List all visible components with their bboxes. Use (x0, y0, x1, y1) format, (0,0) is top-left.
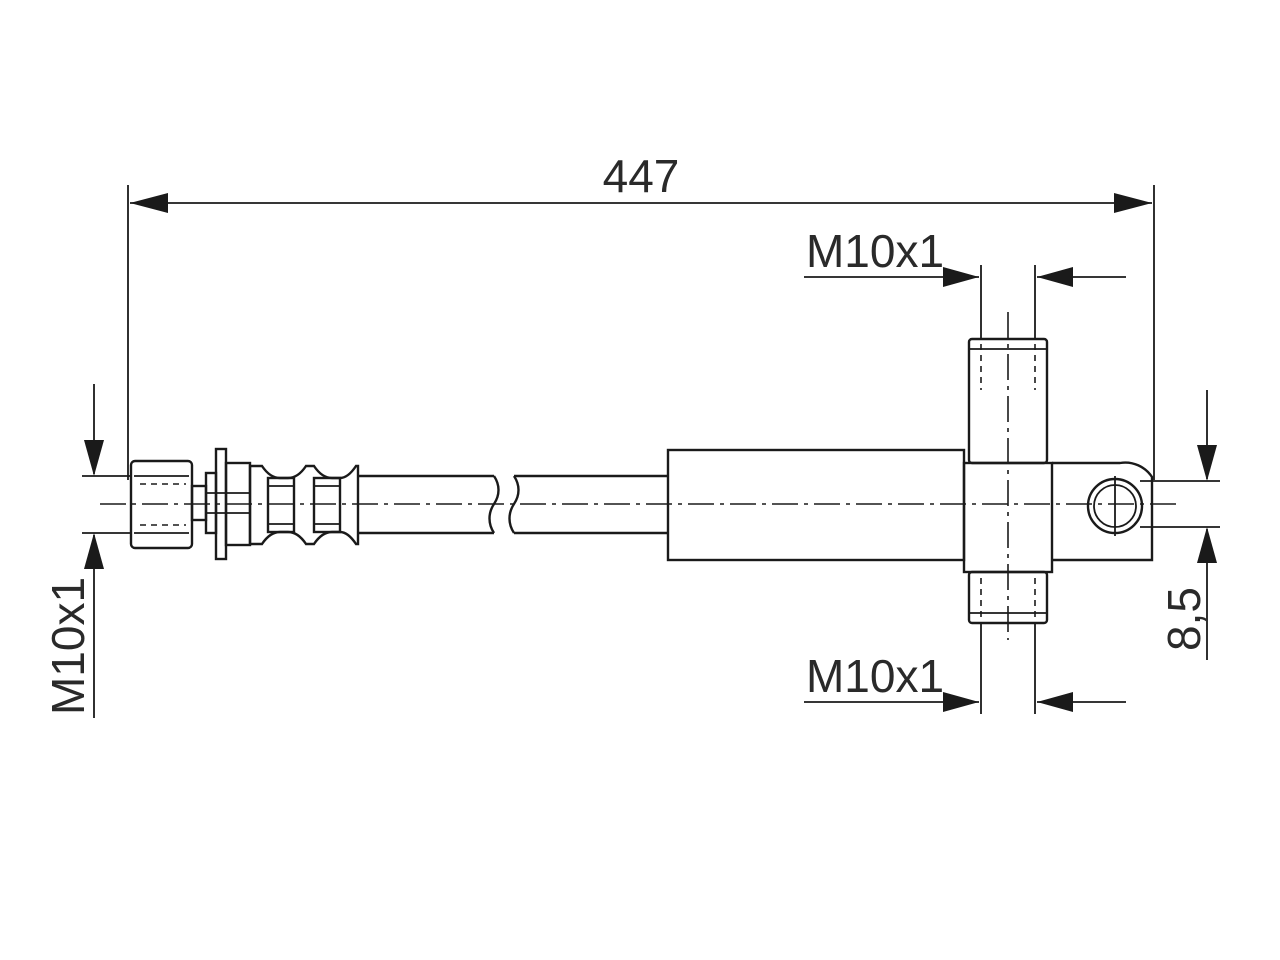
left-thread-label: M10x1 (42, 577, 94, 715)
top-thread-dimension: M10x1 (804, 225, 1126, 338)
overall-length-dimension: 447 (127, 150, 1155, 480)
overall-length-label: 447 (603, 150, 680, 202)
eye-hole-dimension: 8,5 (1140, 390, 1220, 660)
crimp-sleeve (248, 464, 360, 546)
bottom-thread-label: M10x1 (806, 650, 944, 702)
eye-hole-label: 8,5 (1158, 587, 1210, 651)
hose (358, 474, 668, 535)
left-thread-dimension: M10x1 (42, 384, 131, 718)
banjo-eye (1052, 461, 1154, 562)
right-body (666, 448, 966, 562)
top-thread-label: M10x1 (806, 225, 944, 277)
center-lines (100, 312, 1180, 640)
bottom-thread-dimension: M10x1 (804, 624, 1126, 714)
